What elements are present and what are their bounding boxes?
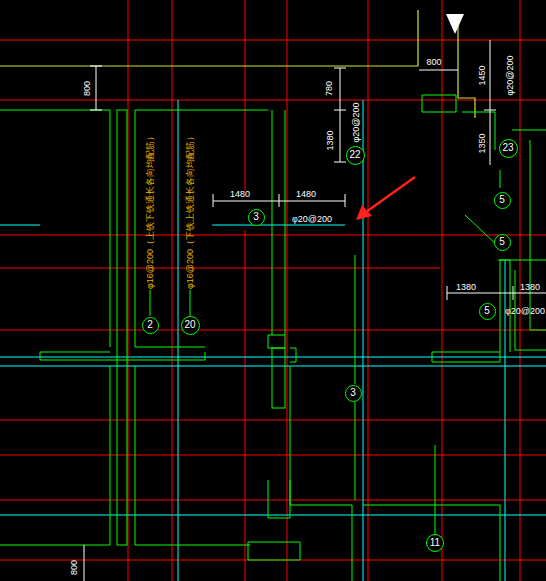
callout-circle: 5: [494, 192, 511, 209]
callout-number: 20: [184, 320, 195, 330]
dimension-text: 800: [71, 559, 80, 574]
dimension-text: 800: [84, 80, 93, 95]
rebar-note: φ16@200（上铁下铁通长各向均配筋）: [146, 132, 155, 289]
callout-number: 5: [499, 195, 505, 205]
callout-circle: 2: [142, 317, 159, 334]
callout-circle: 20: [181, 316, 200, 335]
callout-number: 2: [147, 320, 153, 330]
rebar-note: φ16@200（下铁上铁通长各向均配筋）: [186, 132, 195, 289]
callout-number: 5: [484, 306, 490, 316]
callout-number: 3: [350, 388, 356, 398]
dimension-text: 1480: [230, 190, 250, 199]
dimension-text: 1380: [456, 283, 476, 292]
pointer-arrow: [356, 177, 415, 220]
callout-circle: 23: [499, 139, 518, 158]
callout-circle: 22: [346, 146, 365, 165]
callout-circle: 11: [426, 534, 444, 552]
dimension-text: 1450: [478, 65, 487, 85]
dimension-text: 1480: [296, 190, 316, 199]
dimension-text: 780: [326, 80, 335, 95]
wall-outlines: [0, 95, 546, 581]
dimension-lines: [84, 14, 546, 581]
callout-number: 22: [349, 150, 360, 160]
dimension-text: 800: [426, 58, 441, 67]
dimension-text: 1350: [478, 133, 487, 153]
dimension-text: φ20@200: [505, 307, 545, 316]
dimension-text: 1380: [520, 283, 540, 292]
callout-number: 23: [502, 143, 513, 153]
callout-number: 3: [253, 212, 259, 222]
dimension-text: 1380: [326, 130, 335, 150]
callout-circle: 3: [248, 209, 265, 226]
dimension-text: φ20@200: [292, 215, 332, 224]
callout-circle: 5: [494, 234, 511, 251]
callout-number: 11: [430, 538, 440, 548]
callout-number: 5: [499, 237, 505, 247]
dimension-text: φ20@200: [506, 55, 515, 95]
dimension-text: φ20@200: [352, 102, 361, 142]
callout-circle: 3: [345, 385, 362, 402]
callout-circle: 5: [479, 303, 496, 320]
cyan-lines: [0, 100, 546, 581]
slab-edge: [0, 10, 475, 118]
